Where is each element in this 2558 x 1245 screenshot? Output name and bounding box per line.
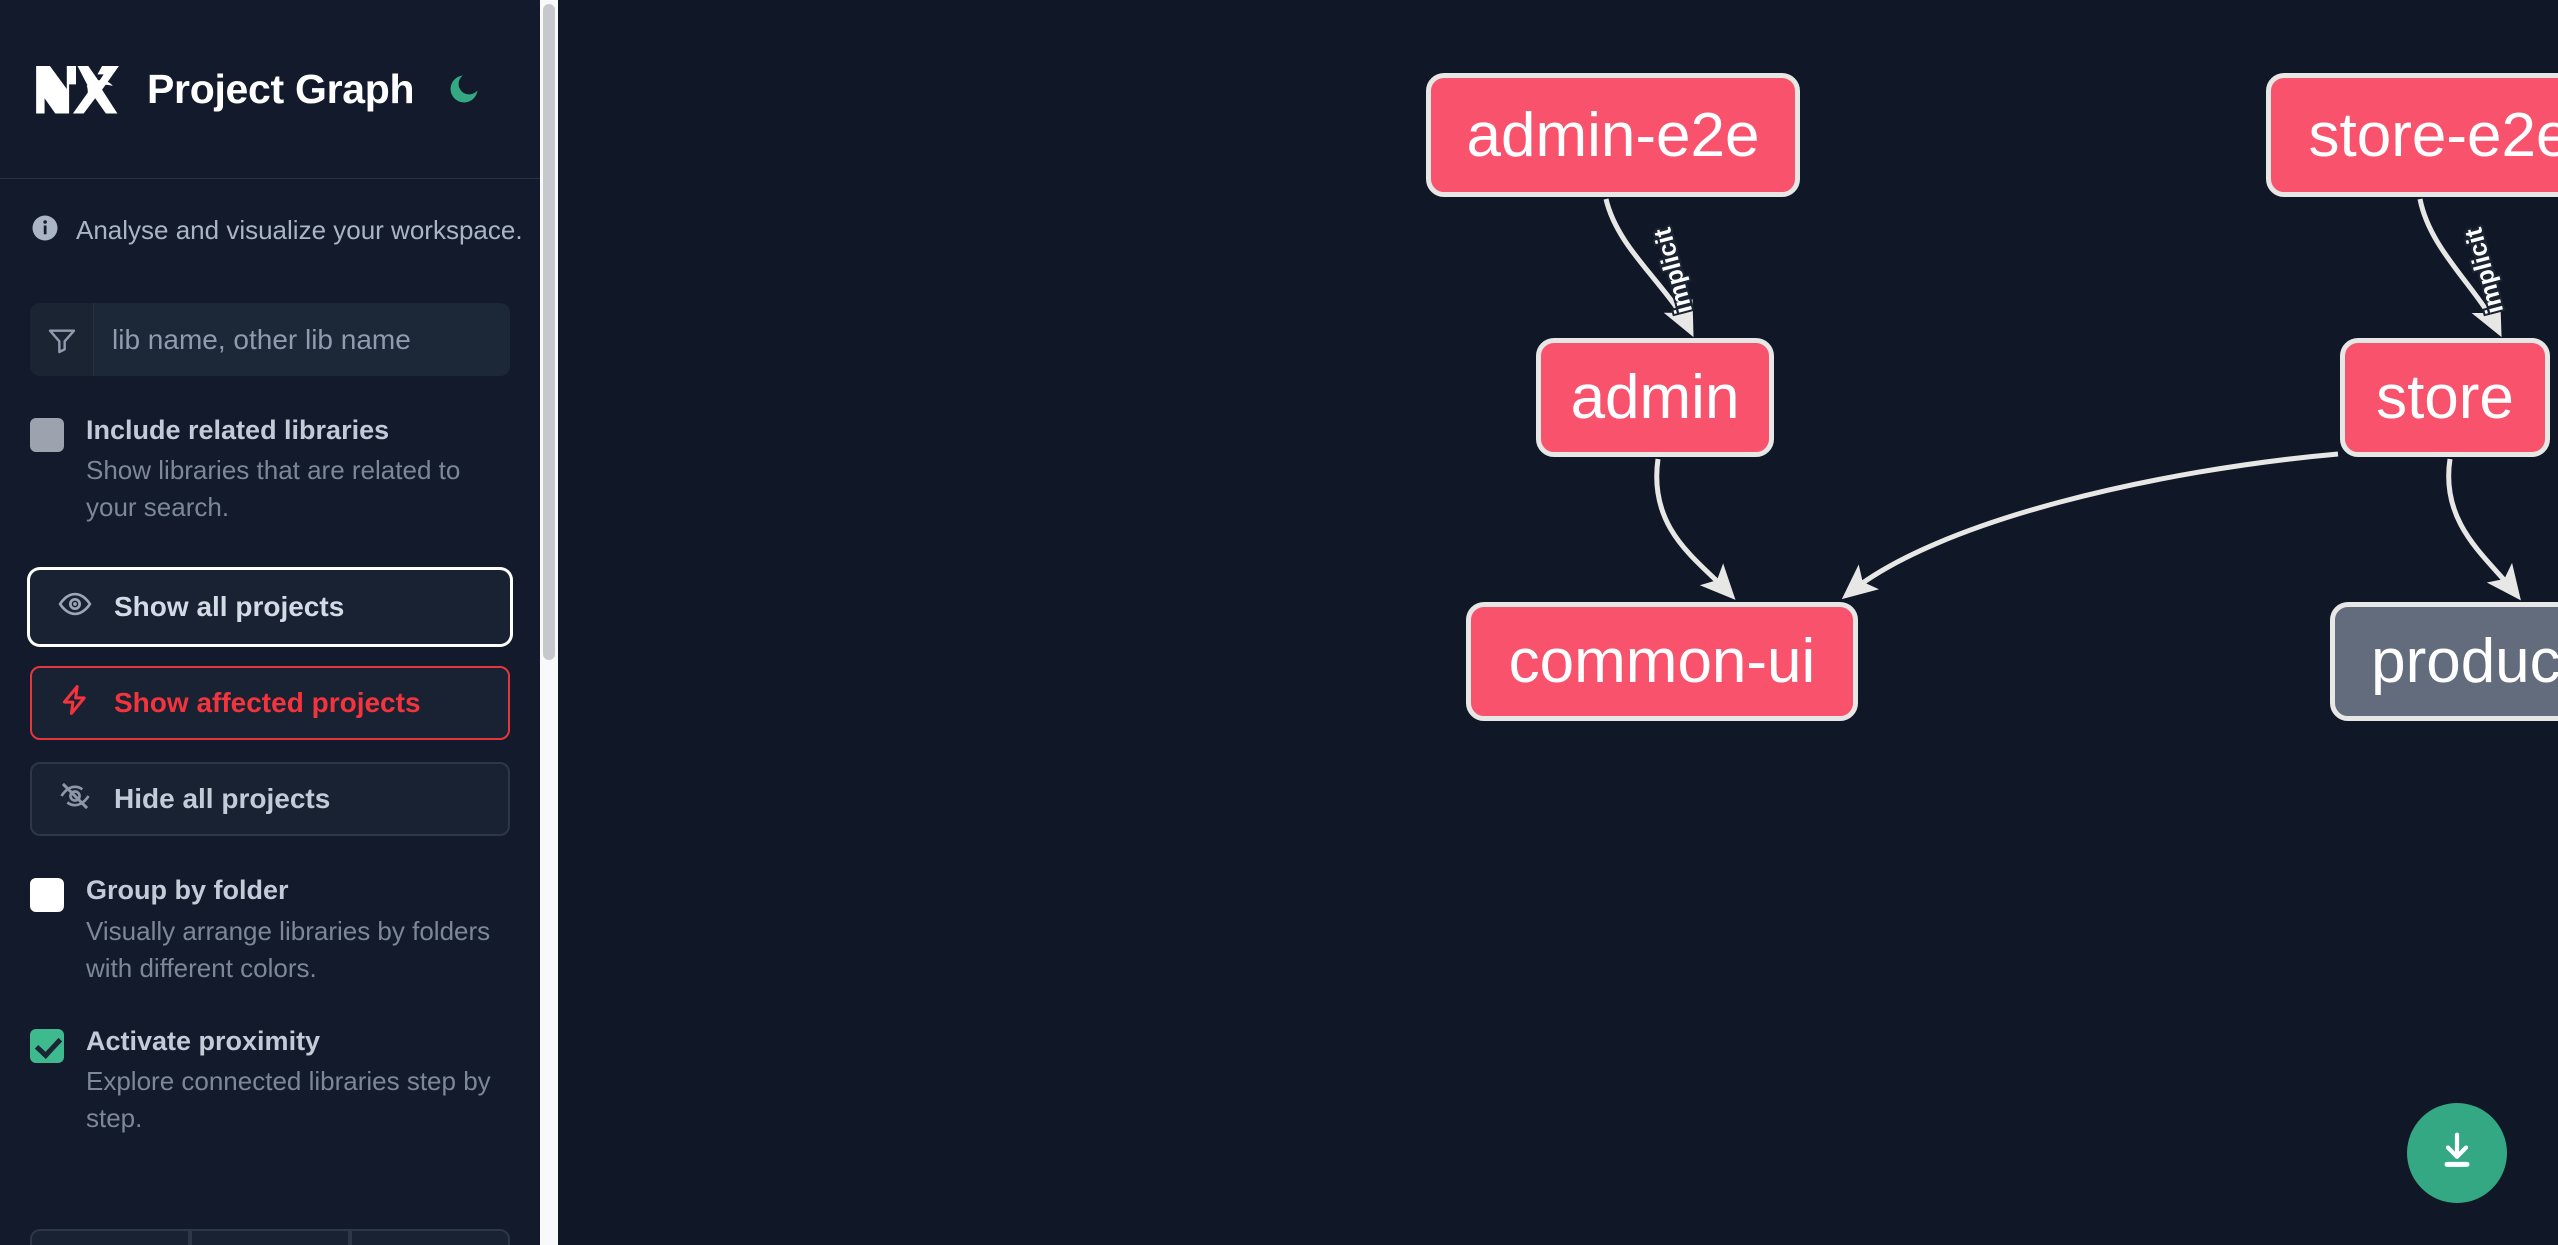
- eye-icon: [58, 587, 92, 628]
- tagline: Analyse and visualize your workspace.: [0, 179, 558, 281]
- hide-all-projects-button[interactable]: Hide all projects: [30, 762, 510, 837]
- show-affected-projects-button[interactable]: Show affected projects: [30, 666, 510, 741]
- graph-node-admin[interactable]: admin: [1536, 338, 1774, 457]
- filter-section: [0, 281, 558, 376]
- filter-box: [30, 303, 510, 376]
- header-divider: [0, 178, 540, 179]
- segment-3[interactable]: [350, 1229, 510, 1245]
- nx-logo-icon: [30, 58, 122, 120]
- graph-node-admin-e2e[interactable]: admin-e2e: [1426, 73, 1800, 197]
- show-affected-projects-label: Show affected projects: [114, 687, 421, 719]
- activate-proximity-checkbox[interactable]: [30, 1028, 64, 1063]
- download-icon: [2434, 1128, 2480, 1179]
- search-input[interactable]: [94, 303, 510, 376]
- include-related-libraries-label: Include related libraries: [86, 415, 390, 445]
- visibility-button-group: Show all projects Show affected projects: [0, 526, 558, 837]
- page-title: Project Graph: [147, 65, 415, 112]
- include-related-libraries-checkbox[interactable]: [30, 418, 64, 452]
- segment-1[interactable]: [30, 1229, 190, 1245]
- node-label: store-e2e: [2308, 100, 2558, 170]
- checkbox-group-by-folder[interactable]: Group by folder Visually arrange librari…: [0, 836, 558, 986]
- eye-off-icon: [58, 779, 92, 820]
- graph-node-store[interactable]: store: [2340, 338, 2550, 457]
- download-graph-button[interactable]: [2407, 1103, 2507, 1203]
- graph-node-products[interactable]: products: [2330, 602, 2558, 721]
- include-related-libraries-description: Show libraries that are related to your …: [86, 455, 461, 523]
- sidebar-scrollbar-thumb[interactable]: [543, 4, 555, 660]
- edge-label-implicit-admin: implicit: [1648, 224, 1699, 317]
- group-by-folder-label: Group by folder: [86, 875, 289, 906]
- edge-label-implicit-store: implicit: [2459, 224, 2510, 317]
- node-label: common-ui: [1508, 627, 1816, 696]
- segmented-control-partial[interactable]: [30, 1229, 510, 1245]
- show-all-projects-label: Show all projects: [114, 591, 345, 623]
- checkbox-include-related-libraries[interactable]: Include related libraries Show libraries…: [0, 376, 558, 526]
- filter-funnel-icon[interactable]: [30, 303, 94, 376]
- node-label: products: [2371, 627, 2558, 696]
- segment-2[interactable]: [190, 1229, 350, 1245]
- sidebar: Project Graph Analyse and visualize your…: [0, 0, 558, 1245]
- graph-canvas[interactable]: admin-e2e store-e2e admin store common-u…: [558, 0, 2558, 1245]
- graph-node-store-e2e[interactable]: store-e2e: [2266, 73, 2558, 197]
- node-label: admin: [1570, 363, 1740, 432]
- show-all-projects-button[interactable]: Show all projects: [30, 570, 510, 645]
- node-label: store: [2376, 363, 2514, 432]
- moon-icon[interactable]: [444, 69, 484, 109]
- graph-node-common-ui[interactable]: common-ui: [1466, 602, 1858, 721]
- info-icon: [30, 213, 60, 248]
- activate-proximity-description: Explore connected libraries step by step…: [86, 1065, 491, 1133]
- sidebar-scrollbar[interactable]: [540, 0, 558, 1245]
- hide-all-projects-label: Hide all projects: [114, 783, 331, 815]
- edge-store-to-products: [2446, 458, 2521, 601]
- edge-store-to-common-ui: [1841, 451, 2339, 600]
- tagline-text: Analyse and visualize your workspace.: [76, 214, 523, 245]
- edge-admin-to-common-ui: [1654, 458, 1736, 600]
- checkbox-activate-proximity[interactable]: Activate proximity Explore connected lib…: [0, 987, 558, 1137]
- node-label: admin-e2e: [1466, 100, 1760, 170]
- group-by-folder-description: Visually arrange libraries by folders wi…: [86, 915, 491, 983]
- activate-proximity-label: Activate proximity: [86, 1025, 321, 1056]
- sidebar-header: Project Graph: [0, 0, 558, 178]
- lightning-bolt-icon: [58, 683, 92, 724]
- group-by-folder-checkbox[interactable]: [30, 878, 64, 913]
